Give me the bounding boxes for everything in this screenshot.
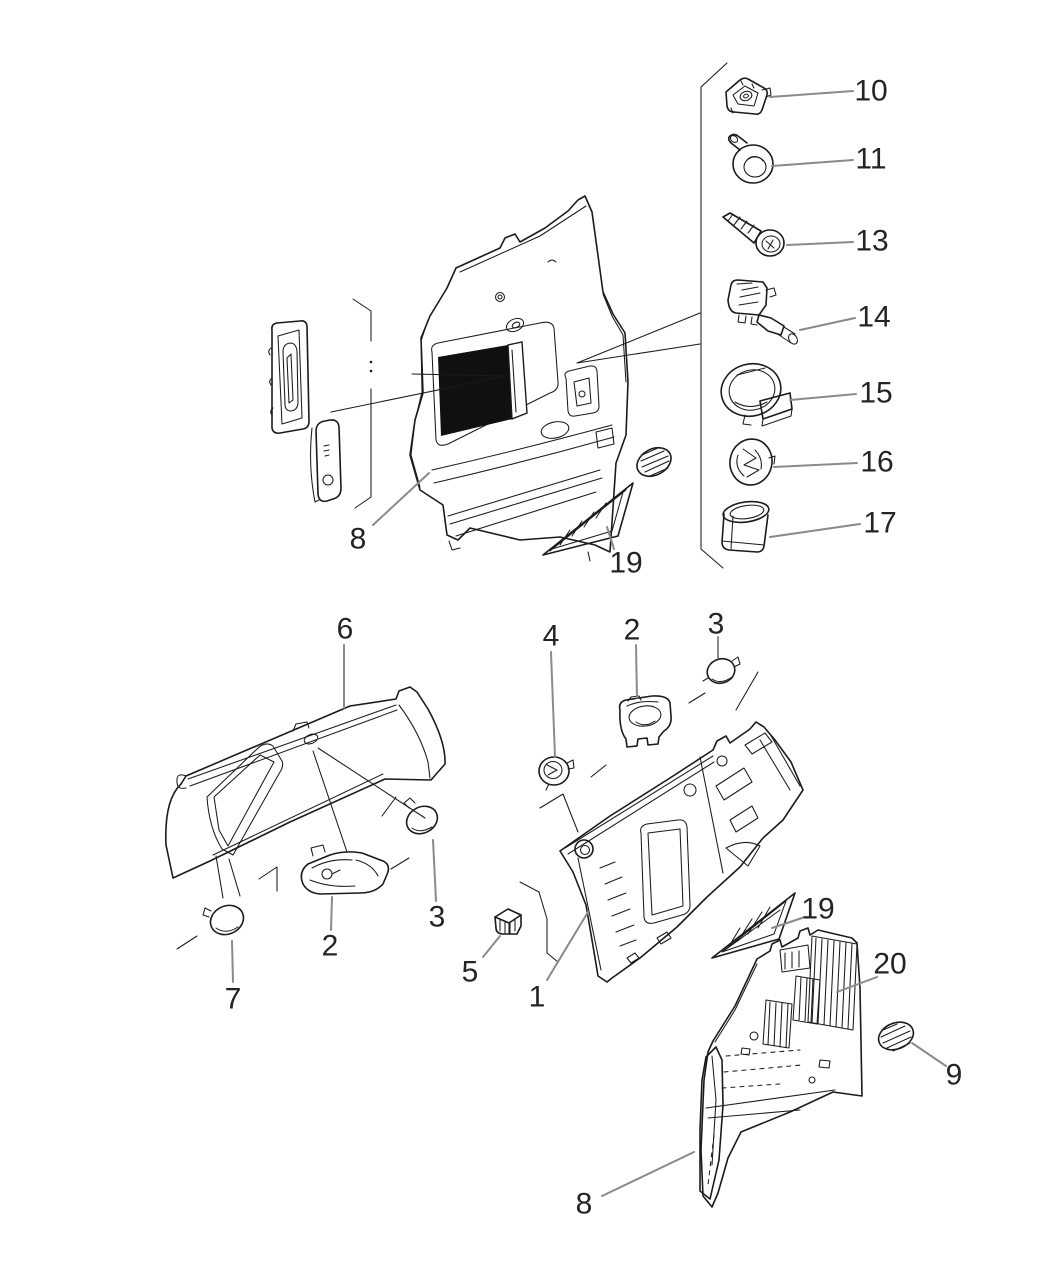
part-2-lower-bracket (300, 844, 390, 895)
witness-elbow-4 (539, 793, 579, 833)
callout-7-label: 7 (225, 983, 242, 1016)
handle-bezel (268, 320, 310, 434)
part-20-lower-trim-panel (700, 927, 863, 1208)
part-2-upper-bracket (618, 695, 672, 748)
callout-3-lower-label: 3 (429, 901, 446, 934)
callout-labels: 10 11 13 14 15 16 17 8 19 6 4 2 3 3 2 7 5 1 19 20 9 8 (225, 75, 963, 1221)
callout-15-label: 15 (859, 377, 892, 410)
witness-elbow-3-upper (735, 671, 759, 711)
callout-11-label: 11 (855, 143, 886, 176)
callout-8-lower-label: 8 (576, 1188, 593, 1221)
part-5-clip (494, 908, 522, 935)
part-19-lower-grille (711, 892, 796, 959)
callout-14-label: 14 (857, 301, 890, 334)
part-8-lower-flap (699, 1046, 724, 1200)
part-15-pocket (720, 362, 793, 427)
witness-elbow-2-lower (258, 857, 410, 892)
callout-10-label: 10 (854, 75, 887, 108)
alignment-dash-line (352, 298, 373, 509)
callout-2-lower-label: 2 (322, 930, 339, 963)
callout-9-label: 9 (946, 1059, 963, 1092)
part-10-clip-nut (725, 77, 772, 115)
callout-3-upper-label: 3 (708, 608, 725, 641)
callout-13-label: 13 (855, 225, 888, 258)
part-3-lower-cap (403, 797, 439, 835)
part-6-pillar-trim (164, 686, 446, 879)
callout-16-label: 16 (860, 446, 893, 479)
part-9-cap (877, 1021, 915, 1052)
callout-8-upper-label: 8 (350, 523, 367, 556)
callout-19-upper-label: 19 (609, 547, 642, 580)
witness-elbow-2-upper (590, 692, 706, 778)
part-11-push-pin (727, 133, 774, 184)
callout-5-label: 5 (462, 956, 479, 989)
part-17-bin (721, 500, 770, 553)
callout-4-label: 4 (543, 620, 560, 653)
callout-1-label: 1 (529, 981, 546, 1014)
callout-2-upper-label: 2 (624, 614, 641, 647)
callout-6-label: 6 (337, 613, 354, 646)
part-3-upper-cap (702, 656, 741, 685)
part-8-upper-trim-panel (409, 195, 629, 562)
upper-oval-cap (636, 446, 672, 478)
cover-plate (310, 419, 342, 503)
callout-19-lower-label: 19 (801, 893, 834, 926)
witness-elbow-5 (519, 881, 559, 963)
part-19-upper-grille (542, 482, 634, 556)
part-14-clip-bracket (727, 279, 798, 345)
part-4-grommet (538, 756, 575, 791)
fastener-group-bracket (700, 62, 728, 569)
witness-lines-left (215, 747, 426, 899)
witness-elbow-3-lower (381, 796, 397, 817)
part-7-cap (202, 904, 245, 936)
callout-leader-lines (231, 90, 947, 1197)
part-13-screw (722, 212, 785, 257)
callout-20-label: 20 (873, 948, 906, 981)
callout-17-label: 17 (863, 507, 896, 540)
pointer-wedges (330, 312, 701, 413)
part-16-grommet (729, 438, 776, 486)
witness-elbow-7 (176, 935, 198, 950)
part-1-main-trim-panel (559, 721, 804, 983)
